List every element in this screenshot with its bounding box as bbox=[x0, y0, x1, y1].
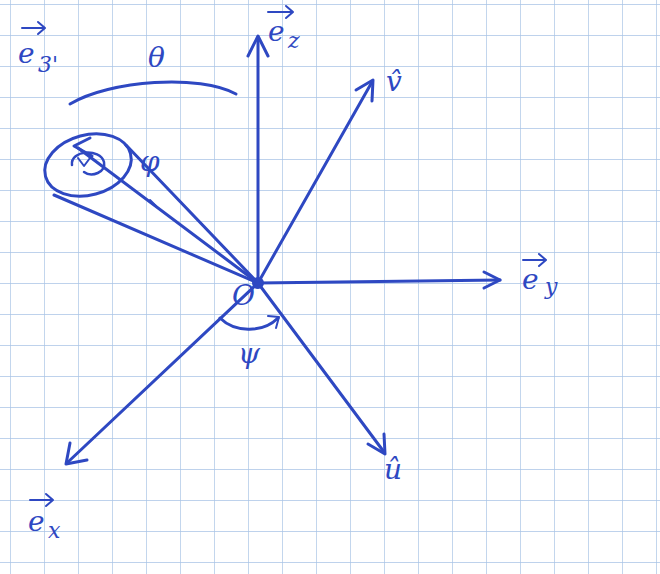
axis-subscript: z bbox=[288, 30, 300, 52]
axis-label: û bbox=[384, 456, 402, 484]
axis-subscript: x bbox=[48, 520, 60, 542]
arrowhead bbox=[78, 158, 90, 166]
vector-arrow bbox=[30, 494, 53, 506]
axis-letter: e bbox=[522, 266, 539, 294]
y-axis bbox=[258, 280, 500, 283]
x-axis bbox=[68, 283, 258, 462]
cone-side bbox=[54, 145, 258, 283]
axis-letter: e bbox=[18, 40, 35, 68]
z-axis bbox=[257, 38, 260, 283]
angle-label: φ bbox=[140, 148, 160, 176]
axis-letter: e bbox=[268, 18, 285, 46]
vector-arrow bbox=[22, 22, 45, 34]
axis-letter: e bbox=[28, 508, 45, 536]
axis-label: v̂ bbox=[386, 68, 402, 96]
vector-arrow bbox=[268, 6, 293, 18]
arrowhead bbox=[356, 80, 373, 101]
arrowhead bbox=[248, 36, 268, 56]
psi-arc bbox=[220, 318, 278, 329]
angle-label: ψ bbox=[238, 340, 260, 368]
vector-arrow bbox=[523, 254, 546, 266]
origin-label: O bbox=[232, 282, 255, 310]
arrowhead bbox=[484, 272, 500, 288]
tick bbox=[150, 200, 156, 206]
arrowhead bbox=[368, 434, 385, 454]
angle-label: θ bbox=[148, 44, 165, 72]
arrowhead bbox=[268, 316, 279, 328]
axis-subscript: 3' bbox=[38, 54, 58, 76]
u-axis bbox=[258, 283, 384, 452]
arrowhead bbox=[66, 443, 87, 464]
theta-arc bbox=[70, 82, 236, 104]
v-axis bbox=[258, 82, 372, 283]
axis-subscript: y bbox=[545, 276, 557, 298]
spin-arrow bbox=[72, 153, 104, 175]
precession-cone bbox=[38, 125, 139, 206]
